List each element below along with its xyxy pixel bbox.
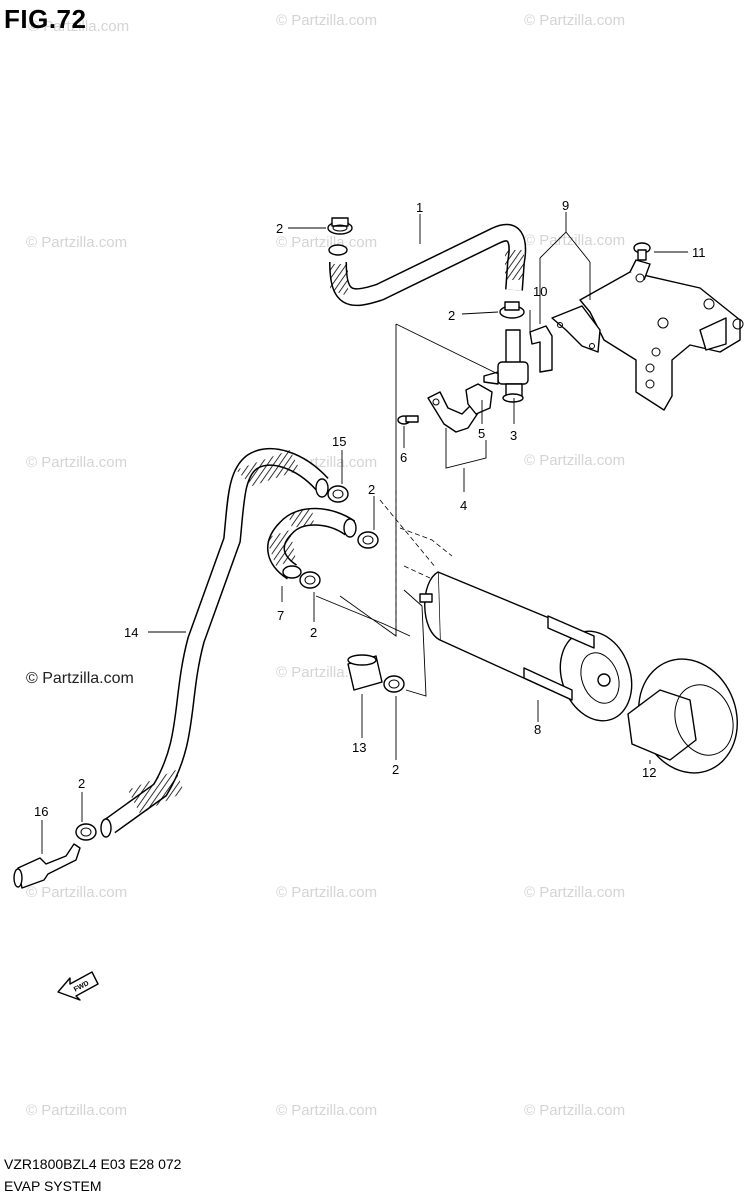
watermark: © Partzilla.com: [524, 12, 626, 29]
watermark-main: © Partzilla.com: [26, 670, 134, 687]
callout-15: 15: [332, 434, 346, 449]
callout-16: 16: [34, 804, 48, 819]
watermark: © Partzilla.com: [28, 18, 130, 35]
clip-10: [529, 325, 553, 373]
callout-11: 11: [692, 245, 706, 260]
pipe-13: [347, 654, 383, 691]
watermark: © Partzilla.com: [26, 1102, 128, 1119]
figure-code: VZR1800BZL4 E03 E28 072: [4, 1156, 182, 1172]
watermark: © Partzilla.com: [276, 884, 378, 901]
figure-title: FIG.72: [4, 4, 87, 34]
callout-2: 2: [78, 776, 85, 791]
hose-1: [328, 223, 527, 307]
bracket-9: [551, 259, 744, 411]
valve-3: [483, 329, 529, 403]
figure-name: EVAP SYSTEM: [4, 1178, 102, 1194]
connector-16: [13, 843, 81, 889]
callout-1: 1: [416, 200, 423, 215]
canister-8: [419, 571, 633, 722]
watermark: © Partzilla.com: [276, 12, 378, 29]
watermark: © Partzilla.com: [276, 1102, 378, 1119]
callout-5: 5: [478, 426, 485, 441]
callout-8: 8: [534, 722, 541, 737]
watermark: © Partzilla.com: [26, 234, 128, 251]
callout-2: 2: [368, 482, 375, 497]
clamp-2-pipe13: [383, 675, 405, 693]
callout-2: 2: [392, 762, 399, 777]
callouts: 1 2 9 11 10 2 5 3 6 15 2 4 7 2 14 8 13 2…: [34, 198, 706, 819]
watermark: © Partzilla.com: [26, 454, 128, 471]
watermark: © Partzilla.com: [26, 884, 128, 901]
callout-12: 12: [642, 765, 656, 780]
fwd-arrow-icon: FWD: [57, 971, 99, 1001]
callout-3: 3: [510, 428, 517, 443]
bolt-11: [633, 242, 651, 261]
callout-2: 2: [310, 625, 317, 640]
clamp-2-connector: [75, 823, 97, 841]
clamp-2-top: [327, 217, 353, 235]
hose-7: [266, 507, 357, 580]
leader-lines: [41, 212, 688, 854]
clamp-2-valve: [499, 301, 525, 319]
callout-2: 2: [448, 308, 455, 323]
watermark: © Partzilla.com: [524, 884, 626, 901]
callout-14: 14: [124, 625, 138, 640]
hose-14: [100, 447, 329, 838]
callout-6: 6: [400, 450, 407, 465]
watermark: © Partzilla.com: [524, 232, 626, 249]
clamp-15: [327, 485, 349, 503]
clamp-2-hose7: [357, 531, 379, 549]
callout-4: 4: [460, 498, 467, 513]
clamp-5: [465, 383, 493, 415]
callout-10: 10: [533, 284, 547, 299]
watermark: © Partzilla.com: [524, 452, 626, 469]
watermark: © Partzilla.com: [524, 1102, 626, 1119]
callout-9: 9: [562, 198, 569, 213]
watermark: © Partzilla.com: [276, 234, 378, 251]
cover-12: [627, 658, 738, 774]
callout-13: 13: [352, 740, 366, 755]
clamp-2-lower: [299, 571, 321, 589]
screw-6: [397, 415, 419, 425]
callout-7: 7: [277, 608, 284, 623]
callout-2: 2: [276, 221, 283, 236]
